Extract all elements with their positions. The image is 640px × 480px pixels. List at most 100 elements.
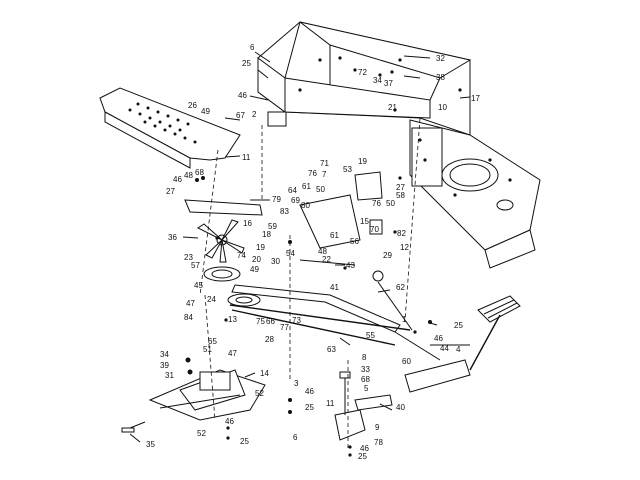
callout-30: 30 bbox=[271, 257, 280, 266]
callout-52: 52 bbox=[197, 429, 206, 438]
callout-50: 50 bbox=[386, 199, 395, 208]
callout-6: 6 bbox=[250, 43, 255, 52]
callout-61: 61 bbox=[302, 182, 311, 191]
transaxle-assembly bbox=[121, 369, 266, 433]
callout-25: 25 bbox=[240, 437, 249, 446]
callout-10: 10 bbox=[438, 103, 447, 112]
callout-76: 76 bbox=[372, 199, 381, 208]
callout-2: 2 bbox=[252, 110, 257, 119]
callout-38: 38 bbox=[436, 73, 445, 82]
callout-13: 13 bbox=[228, 315, 237, 324]
callout-54: 54 bbox=[286, 249, 295, 258]
callout-65: 65 bbox=[208, 337, 217, 346]
callout-37: 37 bbox=[384, 79, 393, 88]
callout-48: 48 bbox=[184, 171, 193, 180]
callout-62: 62 bbox=[396, 283, 405, 292]
lower-bracket bbox=[334, 371, 393, 441]
callout-50: 50 bbox=[316, 185, 325, 194]
callout-11: 11 bbox=[242, 153, 251, 162]
main-frame bbox=[257, 21, 541, 269]
callout-82: 82 bbox=[397, 229, 406, 238]
callout-15: 15 bbox=[360, 217, 369, 226]
callout-49: 49 bbox=[201, 107, 210, 116]
callout-36: 36 bbox=[168, 233, 177, 242]
callout-17: 17 bbox=[471, 94, 480, 103]
callout-31: 31 bbox=[165, 371, 174, 380]
callout-43: 43 bbox=[346, 261, 355, 270]
callout-58: 58 bbox=[396, 191, 405, 200]
callout-52: 52 bbox=[255, 389, 264, 398]
callout-70: 70 bbox=[370, 225, 379, 234]
callout-5: 5 bbox=[364, 384, 369, 393]
callout-64: 64 bbox=[288, 186, 297, 195]
cooling-fan bbox=[197, 219, 245, 263]
callout-67: 67 bbox=[236, 111, 245, 120]
callout-60: 60 bbox=[402, 357, 411, 366]
callout-61: 61 bbox=[330, 231, 339, 240]
callout-8: 8 bbox=[362, 353, 367, 362]
callout-56: 56 bbox=[350, 237, 359, 246]
callout-3: 3 bbox=[294, 379, 299, 388]
callout-25: 25 bbox=[358, 452, 367, 461]
callout-24: 24 bbox=[207, 295, 216, 304]
callout-6: 6 bbox=[293, 433, 298, 442]
callout-18: 18 bbox=[262, 230, 271, 239]
leader-lines bbox=[129, 51, 471, 443]
callout-34: 34 bbox=[160, 350, 169, 359]
callout-39: 39 bbox=[160, 361, 169, 370]
callout-4: 4 bbox=[456, 345, 461, 354]
callout-26: 26 bbox=[188, 101, 197, 110]
callout-78: 78 bbox=[374, 438, 383, 447]
callout-14: 14 bbox=[260, 369, 269, 378]
callout-11: 11 bbox=[326, 399, 335, 408]
assembly-lines bbox=[199, 117, 421, 450]
callout-46: 46 bbox=[238, 91, 247, 100]
callout-27: 27 bbox=[396, 183, 405, 192]
callout-47: 47 bbox=[186, 299, 195, 308]
callout-57: 57 bbox=[191, 261, 200, 270]
callout-29: 29 bbox=[383, 251, 392, 260]
callout-27: 27 bbox=[166, 187, 175, 196]
callout-46: 46 bbox=[434, 334, 443, 343]
callout-72: 72 bbox=[358, 68, 367, 77]
callout-45: 45 bbox=[194, 281, 203, 290]
callout-73: 73 bbox=[292, 316, 301, 325]
callout-83: 83 bbox=[280, 207, 289, 216]
callout-40: 40 bbox=[396, 403, 405, 412]
callout-41: 41 bbox=[330, 283, 339, 292]
callout-19: 19 bbox=[256, 243, 265, 252]
callout-20: 20 bbox=[252, 255, 261, 264]
callout-76: 76 bbox=[308, 169, 317, 178]
callout-84: 84 bbox=[184, 313, 193, 322]
callout-19: 19 bbox=[358, 157, 367, 166]
callout-25: 25 bbox=[454, 321, 463, 330]
callout-16: 16 bbox=[243, 219, 252, 228]
callout-23: 23 bbox=[184, 253, 193, 262]
callout-labels: 6 25 46 2 32 72 34 37 38 17 21 10 26 49 … bbox=[146, 43, 480, 461]
callout-47: 47 bbox=[228, 349, 237, 358]
callout-53: 53 bbox=[343, 165, 352, 174]
callout-46: 46 bbox=[360, 444, 369, 453]
callout-77: 77 bbox=[280, 323, 289, 332]
callout-48: 48 bbox=[318, 247, 327, 256]
footrest-plate bbox=[99, 87, 241, 169]
callout-79: 79 bbox=[272, 195, 281, 204]
callout-49: 49 bbox=[250, 265, 259, 274]
callout-44: 44 bbox=[440, 344, 449, 353]
callout-71: 71 bbox=[320, 159, 329, 168]
mid-brackets bbox=[184, 171, 383, 266]
callout-28: 28 bbox=[265, 335, 274, 344]
callout-25: 25 bbox=[242, 59, 251, 68]
callout-1: 1 bbox=[402, 315, 407, 324]
brake-pedal bbox=[404, 295, 521, 393]
callout-75: 75 bbox=[256, 317, 265, 326]
callout-80: 80 bbox=[301, 201, 310, 210]
callout-55: 55 bbox=[366, 331, 375, 340]
callout-66: 66 bbox=[266, 317, 275, 326]
callout-69: 69 bbox=[291, 196, 300, 205]
callout-9: 9 bbox=[375, 423, 380, 432]
callout-68: 68 bbox=[361, 375, 370, 384]
footrest-holes bbox=[128, 102, 197, 144]
callout-46: 46 bbox=[173, 175, 182, 184]
